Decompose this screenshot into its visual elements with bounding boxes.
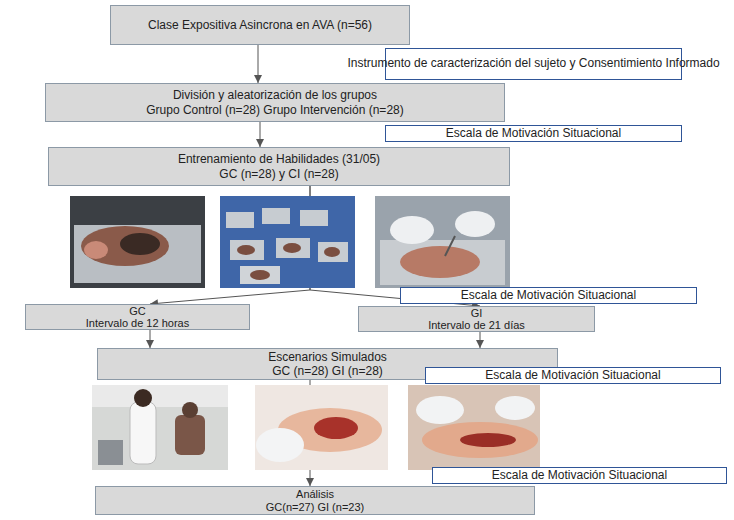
head	[134, 389, 152, 407]
glove	[455, 211, 495, 237]
box-text: División y aleatorización de los grupos	[173, 88, 377, 102]
photo-hands-wound	[408, 385, 540, 470]
box-text: GC(n=27) GI (n=23)	[266, 501, 364, 513]
instrument-box: Escala de Motivación Situacional	[432, 467, 727, 484]
flow-arrow	[480, 332, 481, 348]
foot-model	[237, 245, 255, 255]
box-text: Intervalo de 12 horas	[86, 317, 189, 329]
box-text: GC (n=28) GI (n=28)	[272, 364, 383, 378]
patient	[175, 415, 205, 455]
box-text: Escenarios Simulados	[268, 350, 387, 364]
box-text: GC (n=28) y CI (n=28)	[219, 167, 338, 181]
foot-model	[283, 243, 301, 253]
arm	[422, 422, 538, 458]
instrument-box: Escala de Motivación Situacional	[385, 125, 682, 142]
photo-clinic-room	[92, 385, 228, 470]
box-text: Instrumento de caracterización del sujet…	[347, 57, 719, 71]
foot-model	[400, 246, 480, 278]
process-box: Clase Expositiva Asincrona en AVA (n=56)	[110, 5, 410, 45]
box-text: Grupo Control (n=28) Grupo Intervención …	[146, 103, 403, 117]
photo-trays-table	[220, 196, 355, 288]
box-text: Escala de Motivación Situacional	[461, 289, 636, 303]
instrument-box: Escala de Motivación Situacional	[400, 287, 697, 304]
box-text: Escala de Motivación Situacional	[485, 369, 660, 383]
tray	[262, 208, 290, 224]
photo-arm-wound	[255, 385, 388, 470]
glove	[390, 216, 434, 244]
foot-model	[324, 247, 340, 257]
instrument	[445, 236, 455, 256]
box-text: Entrenamiento de Habilidades (31/05)	[178, 152, 380, 166]
instrument-box: Escala de Motivación Situacional	[425, 367, 721, 384]
glove	[416, 396, 464, 424]
tray	[276, 238, 310, 258]
photo-bg	[70, 196, 205, 288]
foot-model	[250, 270, 270, 280]
box-text: GI	[471, 307, 483, 319]
tray	[74, 225, 201, 283]
photo-bg	[92, 385, 228, 470]
wall	[92, 385, 228, 407]
box-text: Análisis	[296, 488, 334, 500]
white-coat	[130, 402, 156, 464]
glove	[256, 428, 304, 462]
process-box: División y aleatorización de los gruposG…	[45, 83, 505, 122]
instrument-box: Instrumento de caracterización del sujet…	[385, 48, 682, 80]
flow-arrow	[258, 45, 259, 83]
photo-bg	[408, 385, 540, 470]
glove	[495, 396, 535, 420]
head	[182, 402, 198, 418]
tray	[240, 266, 280, 284]
process-box: GIIntervalo de 21 días	[358, 306, 595, 332]
foot-model	[81, 226, 169, 266]
tray	[380, 240, 505, 285]
flow-arrow	[260, 122, 261, 147]
photo-bg	[220, 196, 355, 288]
wound	[460, 433, 516, 447]
box-text: Escala de Motivación Situacional	[446, 127, 621, 141]
box-text: Clase Expositiva Asincrona en AVA (n=56)	[148, 18, 372, 32]
photo-bg	[375, 196, 510, 288]
box-text: Intervalo de 21 días	[428, 319, 525, 331]
process-box: AnálisisGC(n=27) GI (n=23)	[95, 486, 535, 515]
wound	[314, 417, 358, 439]
furniture	[98, 440, 123, 465]
box-text: GC	[129, 305, 146, 317]
process-box: GCIntervalo de 12 horas	[25, 304, 250, 330]
tray	[318, 242, 348, 262]
tray	[226, 212, 254, 228]
photo-foot-tray	[70, 196, 205, 288]
box-text: Escala de Motivación Situacional	[492, 469, 667, 483]
tray	[230, 240, 264, 260]
wound	[120, 233, 160, 255]
flow-arrow	[150, 330, 151, 348]
skin	[84, 241, 108, 259]
tray	[300, 210, 328, 226]
process-box: Entrenamiento de Habilidades (31/05)GC (…	[48, 147, 510, 186]
photo-gloved-hands	[375, 196, 510, 288]
photo-bg	[255, 385, 388, 470]
